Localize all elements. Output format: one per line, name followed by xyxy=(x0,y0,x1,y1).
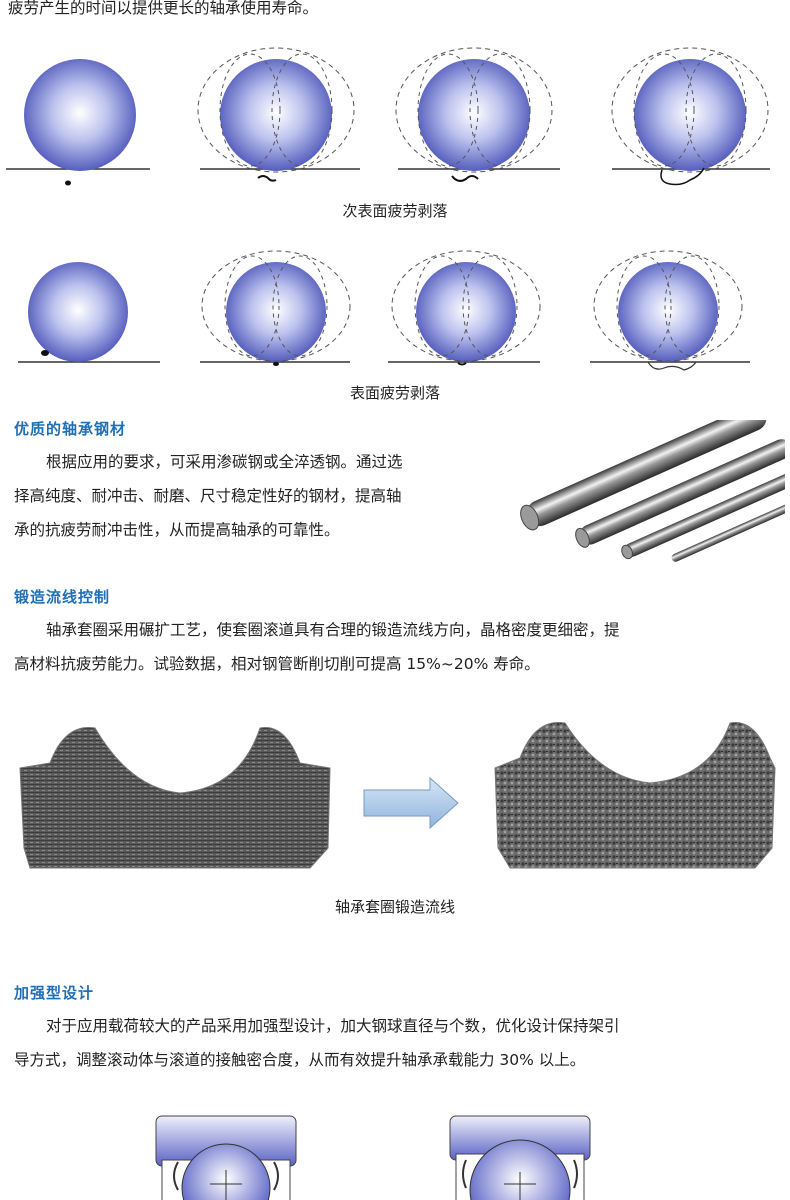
bearing-cross-sections xyxy=(155,1115,591,1200)
subsurface-fatigue-diagram xyxy=(6,47,770,186)
intro-text: 疲劳产生的时间以提供更长的轴承使用寿命。 xyxy=(8,0,319,17)
forging-text-line1: 轴承套圈采用碾扩工艺，使套圈滚道具有合理的锻造流线方向，晶格密度更细密，提 xyxy=(46,621,620,639)
ball-panel-4 xyxy=(611,47,770,186)
ring-section-before xyxy=(19,726,331,869)
steel-rods-image xyxy=(520,420,785,562)
bearing-reinforced xyxy=(449,1115,591,1200)
forging-heading: 锻造流线控制 xyxy=(14,588,111,606)
ball-panel-2 xyxy=(197,47,360,182)
steel-text-line2: 择高纯度、耐冲击、耐磨、尺寸稳定性好的钢材，提高轴 xyxy=(14,487,402,505)
steel-text-line3: 承的抗疲劳耐冲击性，从而提高轴承的可靠性。 xyxy=(14,521,340,539)
rod-2 xyxy=(579,439,785,545)
surface-caption: 表面疲劳剥落 xyxy=(349,384,440,402)
surface-fatigue-diagram xyxy=(18,250,750,371)
steel-heading: 优质的轴承钢材 xyxy=(14,420,127,438)
rod-3 xyxy=(624,467,785,557)
reinforced-text-line1: 对于应用载荷较大的产品采用加强型设计，加大钢球直径与个数，优化设计保持架引 xyxy=(46,1017,620,1035)
subsurface-caption: 次表面疲劳剥落 xyxy=(342,202,448,220)
forging-flow-images xyxy=(19,721,776,869)
ball-panel-7 xyxy=(388,250,541,366)
arrow-icon xyxy=(363,776,459,830)
steel-text-line1: 根据应用的要求，可采用渗碳钢或全淬透钢。通过选 xyxy=(46,453,403,471)
ring-section-after xyxy=(494,721,776,869)
ball-panel-6 xyxy=(200,250,351,366)
rod-4 xyxy=(671,487,785,562)
forging-caption: 轴承套圈锻造流线 xyxy=(334,898,455,916)
bearing-standard xyxy=(155,1115,297,1200)
rod-1 xyxy=(526,420,767,527)
forging-text-line2: 高材料抗疲劳能力。试验数据，相对钢管断削切削可提高 15%~20% 寿命。 xyxy=(14,655,540,673)
reinforced-heading: 加强型设计 xyxy=(14,984,95,1002)
ball-panel-8 xyxy=(590,250,750,371)
ball-panel-3 xyxy=(395,47,560,182)
ball-panel-5 xyxy=(18,262,160,363)
reinforced-text-line2: 导方式，调整滚动体与滚道的接触密合度，从而有效提升轴承承载能力 30% 以上。 xyxy=(14,1051,586,1069)
ball-panel-1 xyxy=(6,59,150,186)
